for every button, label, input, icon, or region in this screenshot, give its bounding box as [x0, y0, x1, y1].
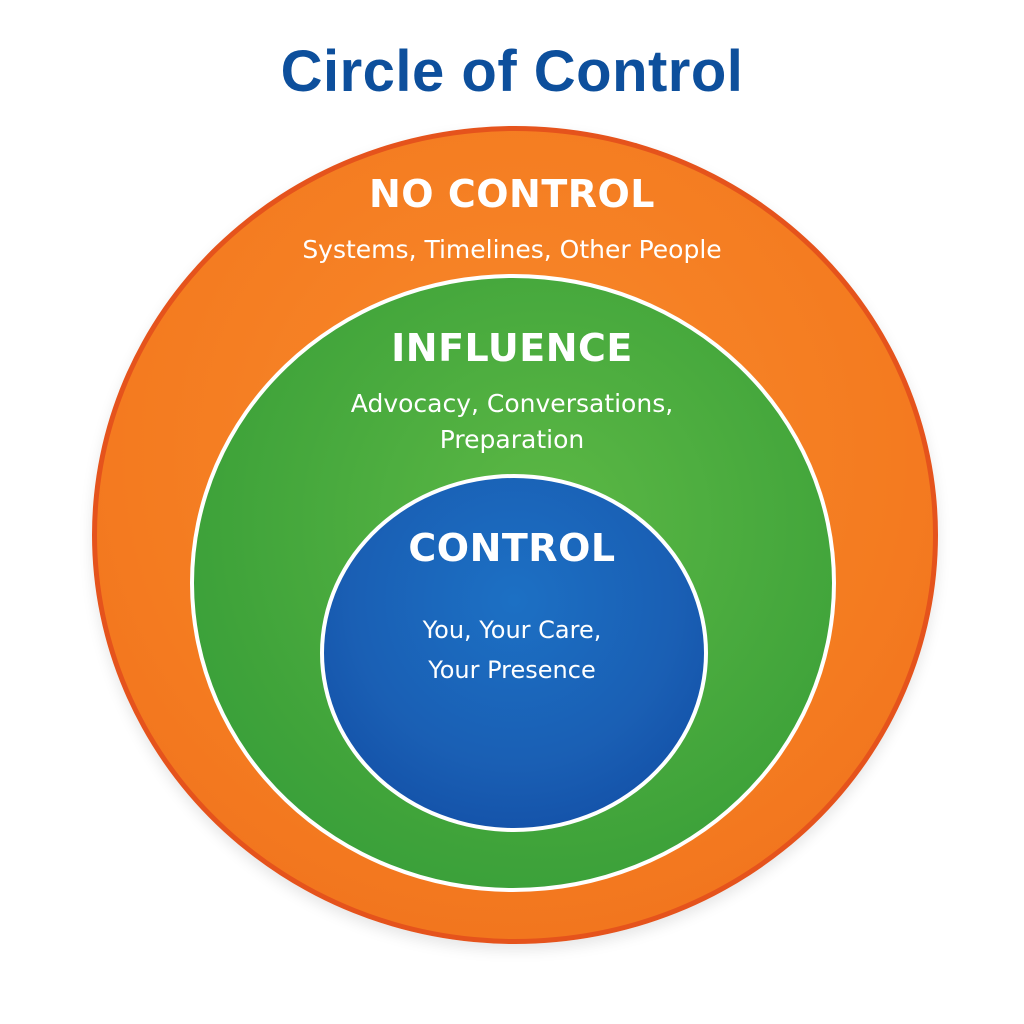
control-heading: CONTROL — [408, 526, 616, 570]
diagram-title: Circle of Control — [280, 39, 744, 104]
control-description-line1: You, Your Care, — [422, 616, 602, 644]
inner-circle-control — [320, 474, 708, 832]
influence-description-line2: Preparation — [439, 425, 585, 454]
no-control-description: Systems, Timelines, Other People — [302, 235, 722, 264]
influence-description-line1: Advocacy, Conversations, — [350, 389, 674, 418]
control-description-line2: Your Presence — [428, 656, 596, 684]
no-control-heading: NO CONTROL — [368, 172, 656, 216]
influence-heading: INFLUENCE — [391, 326, 633, 370]
